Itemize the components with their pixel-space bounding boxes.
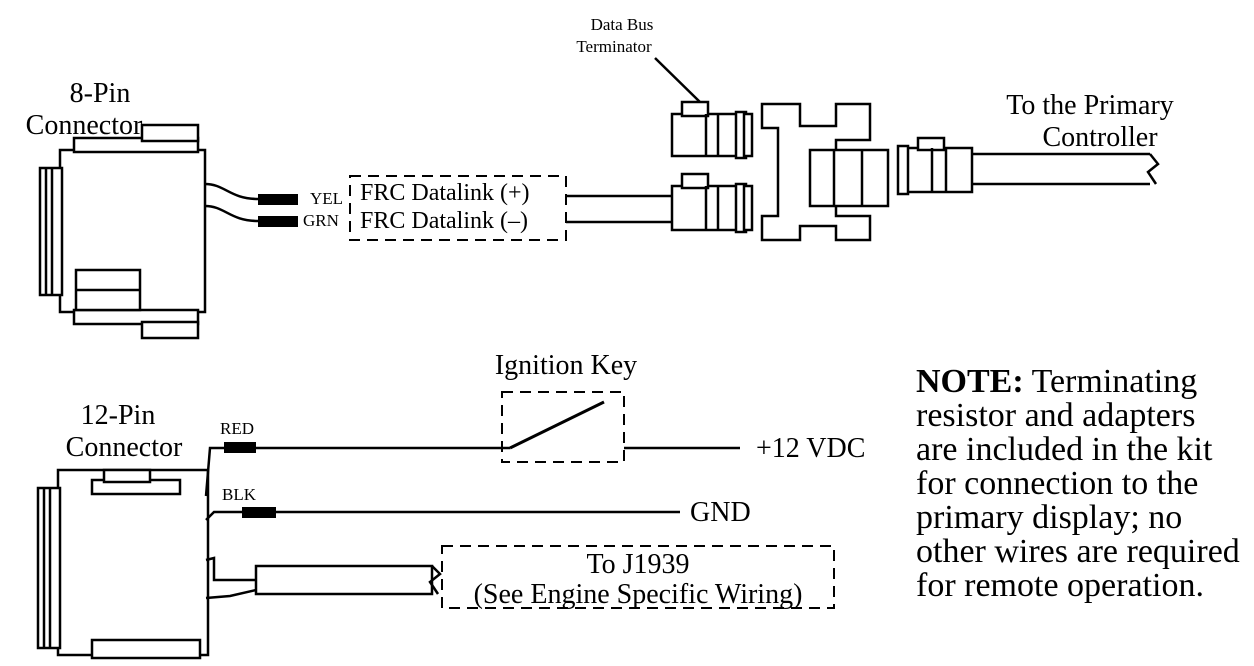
yel-wire [204, 182, 259, 201]
8-pin-connector [38, 123, 207, 340]
note-line-5: other wires are required [916, 533, 1240, 570]
ignition-key-label: Ignition Key [495, 350, 637, 381]
frc-datalink-plus-label: FRC Datalink (+) [360, 180, 530, 206]
blk-wire-terminal [242, 507, 276, 518]
note-line-4: primary display; no [916, 499, 1182, 536]
grn-wire [204, 204, 259, 223]
12-pin-connector [36, 468, 210, 660]
terminator-plug-upper [670, 100, 754, 160]
j1939-cable-break [428, 565, 442, 595]
12-pin-label-line1: 12-Pin [81, 400, 156, 431]
vdc-label: +12 VDC [756, 433, 865, 464]
j1939-box [441, 545, 835, 609]
primary-controller-plug [896, 136, 974, 196]
ignition-switch-blade [509, 400, 605, 450]
j1939-lead-b [205, 588, 257, 600]
note-heading: NOTE: [916, 363, 1024, 400]
8-pin-label-line1: 8-Pin [70, 78, 131, 109]
red-wire-label: RED [220, 419, 254, 438]
terminator-plug-lower [670, 172, 754, 234]
j1939-label-line1: To J1939 [586, 549, 689, 580]
blk-wire-label: BLK [222, 485, 257, 504]
ignition-key-box [501, 391, 625, 463]
note-first-line: NOTE: Terminating [916, 363, 1197, 400]
8-pin-label-line2: Connector [26, 110, 143, 141]
primary-controller-label-line2: Controller [1042, 122, 1158, 153]
j1939-cable [254, 564, 434, 596]
12-pin-label-line2: Connector [66, 432, 183, 463]
j1939-lead-a [205, 556, 256, 582]
terminator-label-line2: Terminator [576, 37, 652, 56]
terminator-y-adapter [760, 102, 890, 242]
grn-wire-terminal [258, 216, 298, 227]
blk-wire-lead [205, 510, 242, 521]
yel-wire-label: YEL [310, 189, 343, 208]
note-line-1: resistor and adapters [916, 397, 1195, 434]
terminator-leader-line [654, 57, 703, 105]
gnd-label: GND [690, 497, 751, 528]
note-line-3: for connection to the [916, 465, 1198, 502]
primary-cable-break [1146, 153, 1160, 185]
grn-wire-label: GRN [303, 211, 339, 230]
note-line-2: are included in the kit [916, 431, 1213, 468]
frc-datalink-minus-label: FRC Datalink (–) [360, 208, 528, 234]
note-line-6: for remote operation. [916, 567, 1204, 604]
red-wire-terminal [224, 442, 256, 453]
note-line-0: Terminating [1024, 363, 1198, 400]
terminator-label-line1: Data Bus [591, 15, 654, 34]
j1939-label-line2: (See Engine Specific Wiring) [474, 579, 803, 610]
primary-controller-label-line1: To the Primary [1006, 90, 1174, 121]
red-wire-lead [204, 446, 224, 497]
yel-wire-terminal [258, 194, 298, 205]
frc-datalink-box [349, 175, 567, 241]
